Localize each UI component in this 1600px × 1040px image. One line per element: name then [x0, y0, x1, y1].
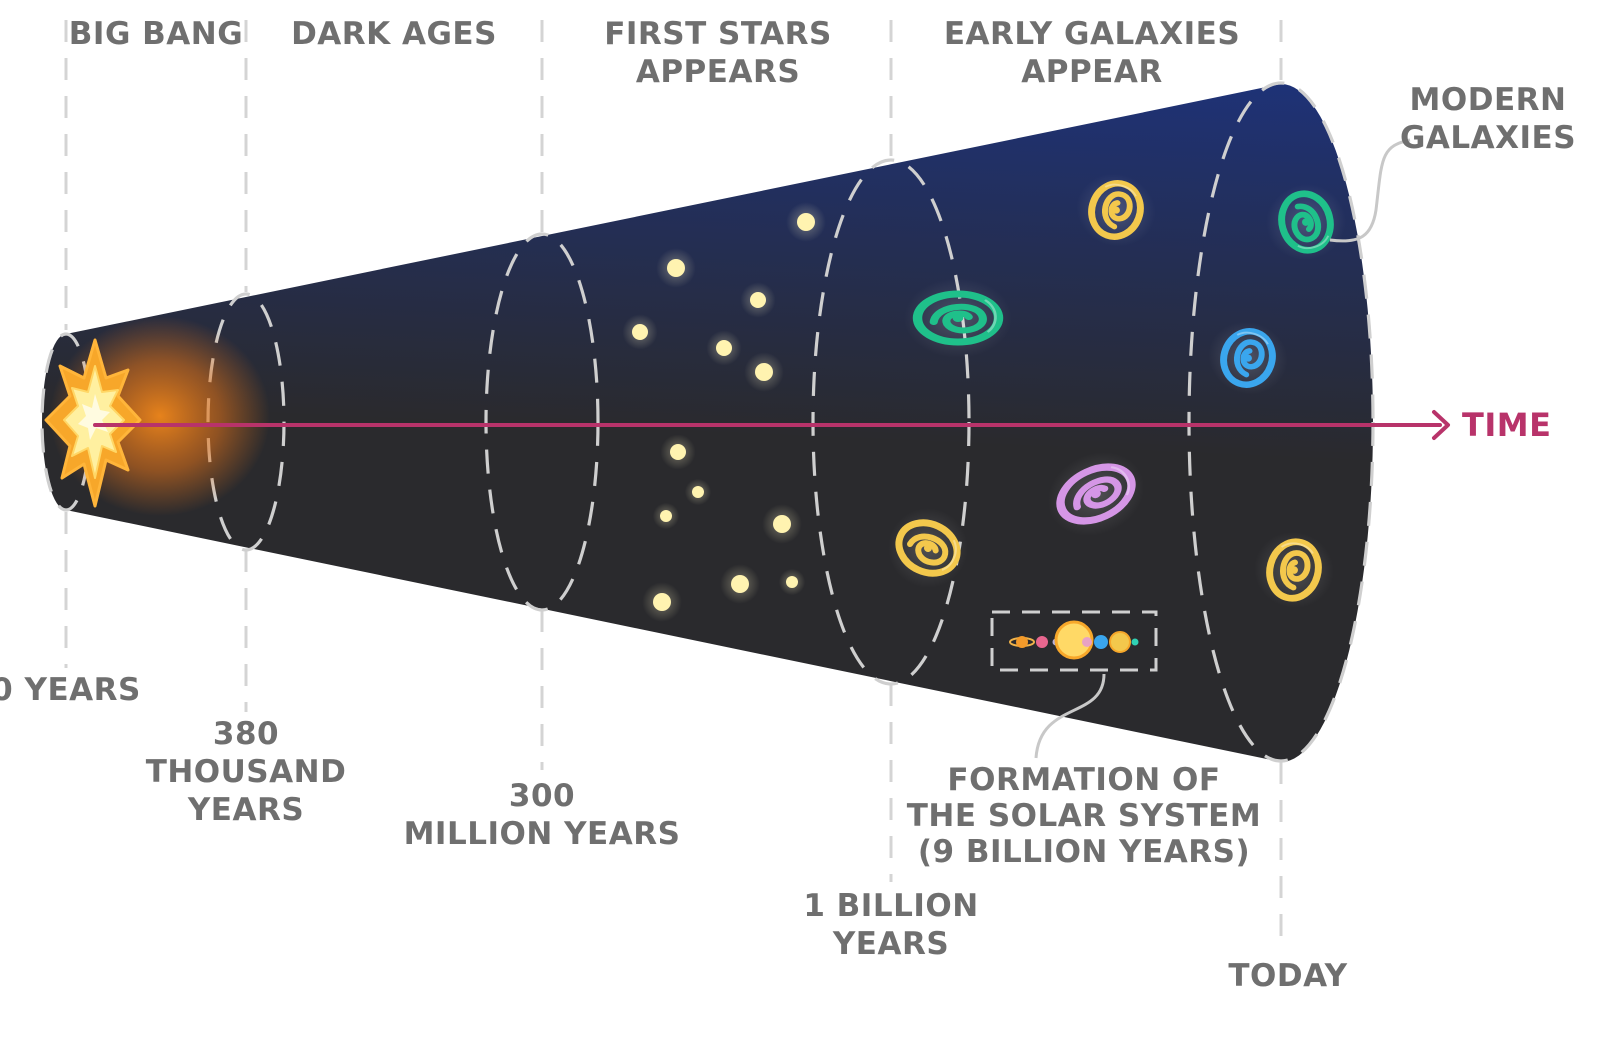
star-dot-icon — [660, 510, 672, 522]
milestone-380k-line1: 380 — [213, 716, 279, 752]
milestone-1b-line2: YEARS — [832, 926, 949, 962]
solar-system-leader — [1034, 673, 1106, 759]
milestone-1b-line1: 1 BILLION — [803, 888, 978, 924]
time-axis: TIME — [93, 406, 1551, 444]
era-first-stars-line2: APPEARS — [636, 54, 800, 90]
solar-formation-line1: FORMATION OF — [947, 762, 1220, 798]
star-dot-icon — [667, 259, 685, 277]
milestone-labels: 0 YEARS 380 THOUSAND YEARS 300 MILLION Y… — [0, 672, 1347, 994]
star-dot-icon — [632, 324, 648, 340]
milestone-300m-line2: MILLION YEARS — [404, 816, 681, 852]
milestone-300m-line1: 300 — [509, 778, 575, 814]
ring-300m — [484, 232, 600, 612]
ring-1b — [811, 158, 971, 686]
cross-section-rings — [40, 81, 1375, 763]
star-dot-icon — [797, 213, 815, 231]
era-big-bang: BIG BANG — [69, 16, 243, 52]
star-dot-icon — [653, 593, 671, 611]
time-label: TIME — [1462, 406, 1551, 444]
star-dot-icon — [773, 515, 791, 533]
guide-lines — [64, 20, 1283, 950]
planet — [1094, 635, 1108, 649]
era-early-galaxies-line2: APPEAR — [1021, 54, 1162, 90]
planet — [1036, 636, 1048, 648]
star-dot-icon — [731, 575, 749, 593]
planet — [1082, 637, 1092, 647]
star-dot-icon — [755, 363, 773, 381]
solar-formation-line3: (9 BILLION YEARS) — [918, 834, 1250, 870]
planet — [1131, 638, 1139, 646]
star-dot-icon — [786, 576, 798, 588]
ring-today — [1187, 81, 1375, 763]
star-dot-icon — [750, 292, 766, 308]
starburst-center — [78, 394, 110, 440]
planet — [1109, 631, 1131, 653]
era-early-galaxies-line1: EARLY GALAXIES — [944, 16, 1240, 52]
milestone-380k-line3: YEARS — [187, 792, 304, 828]
star-dot-icon — [670, 444, 686, 460]
milestone-0-years: 0 YEARS — [0, 672, 141, 708]
sun — [1054, 620, 1094, 660]
planet — [1016, 636, 1028, 648]
star-dot-icon — [692, 486, 704, 498]
milestone-380k-line2: THOUSAND — [146, 754, 347, 790]
annotations: MODERN GALAXIES FORMATION OF THE SOLAR S… — [907, 82, 1576, 870]
solar-system-icon — [990, 610, 1158, 672]
solar-formation-line2: THE SOLAR SYSTEM — [907, 798, 1261, 834]
solar-system-box — [990, 610, 1158, 672]
first-stars — [622, 202, 826, 622]
modern-galaxies-line1: MODERN — [1410, 82, 1567, 118]
modern-galaxies-leader — [1329, 138, 1411, 243]
big-bang — [44, 316, 270, 516]
time-arrow-head — [1432, 410, 1450, 440]
spiral-galaxy-icon — [904, 278, 1012, 358]
milestone-today: TODAY — [1228, 958, 1347, 994]
star-dot-icon — [716, 340, 732, 356]
era-first-stars-line1: FIRST STARS — [604, 16, 832, 52]
modern-galaxies-line2: GALAXIES — [1400, 120, 1576, 156]
era-dark-ages: DARK AGES — [291, 16, 497, 52]
era-labels: BIG BANG DARK AGES FIRST STARS APPEARS E… — [69, 16, 1240, 90]
